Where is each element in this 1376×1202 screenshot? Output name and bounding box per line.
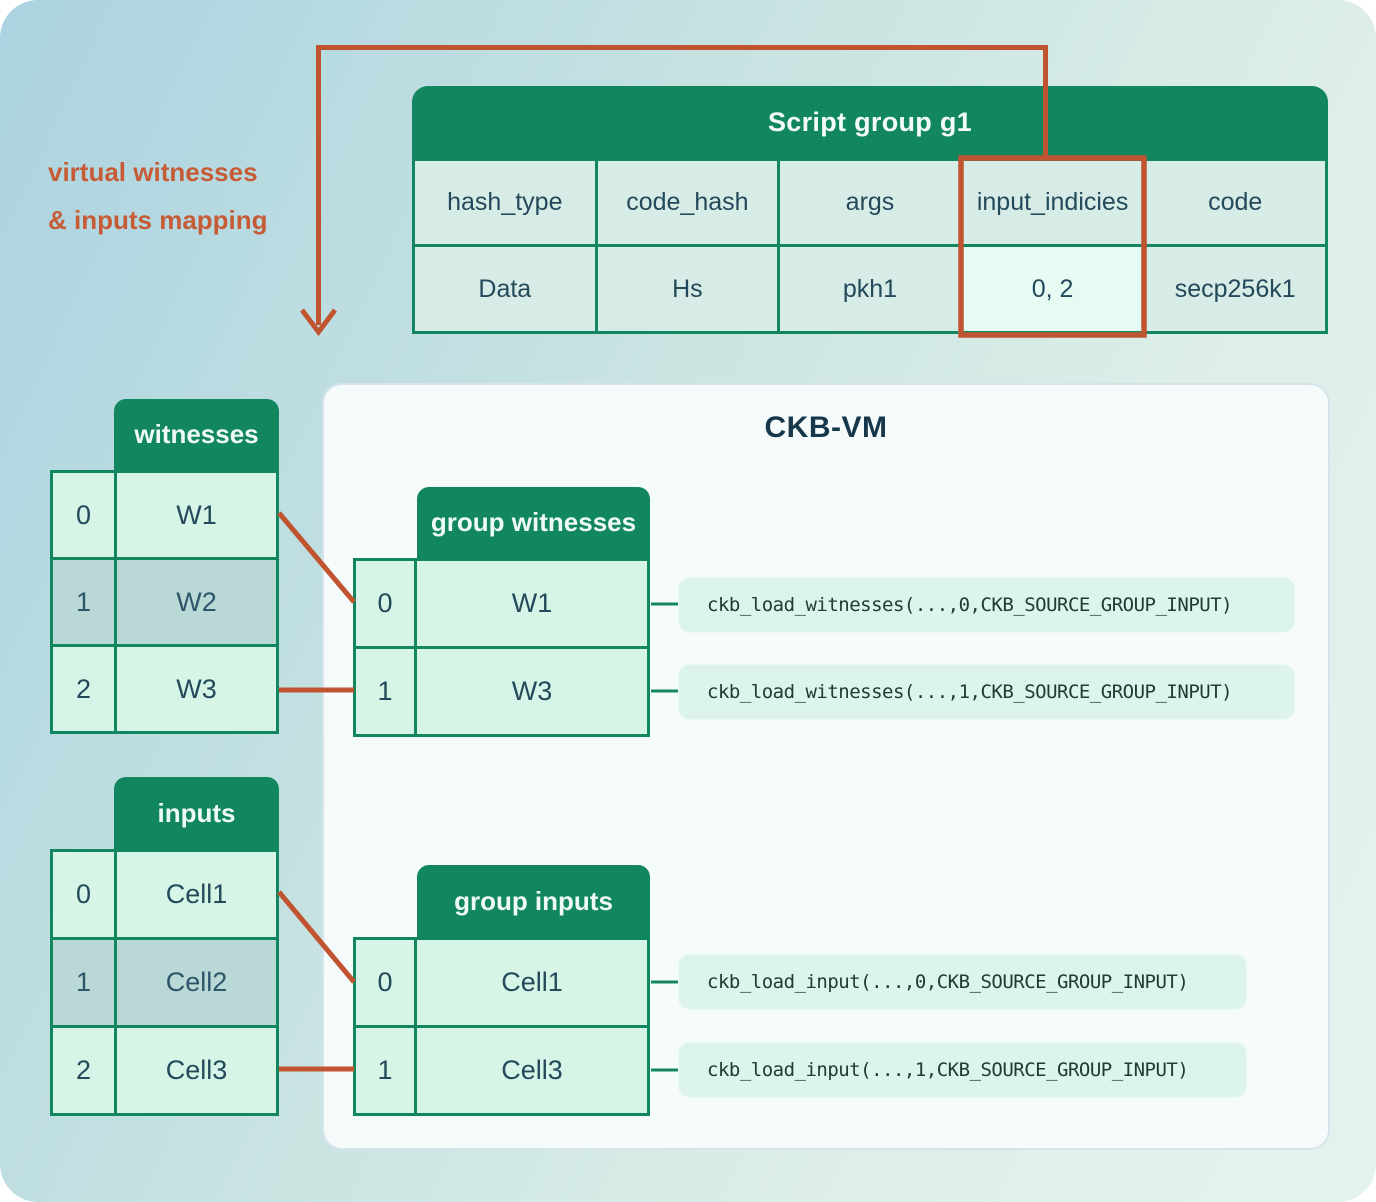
witnesses-table-title: witnesses [114,399,279,470]
column-header-hash-type: hash_type [415,161,595,244]
syscall-load-input-0: ckb_load_input(...,0,CKB_SOURCE_GROUP_IN… [678,954,1247,1010]
group-witnesses-row-0-index: 0 [356,561,414,646]
group-witnesses-table-grid: 0 W1 1 W3 [353,558,650,737]
witnesses-row-0-index: 0 [53,473,114,557]
group-witnesses-table-title: group witnesses [417,487,650,558]
group-witnesses-row-0-value: W1 [417,561,647,646]
group-inputs-row-1-index: 1 [356,1028,414,1113]
inputs-row-0-index: 0 [53,852,114,937]
inputs-row-2-index: 2 [53,1028,114,1113]
script-group-table-title: Script group g1 [412,86,1328,158]
cell-code: secp256k1 [1145,247,1325,331]
inputs-row-0-value: Cell1 [117,852,276,937]
group-inputs-row-0-value: Cell1 [417,940,647,1025]
cell-args: pkh1 [780,247,960,331]
cell-input-indicies: 0, 2 [962,247,1143,331]
inputs-row-2-value: Cell3 [117,1028,276,1113]
script-group-table-grid: hash_type code_hash args input_indicies … [412,158,1328,334]
witnesses-row-1-index: 1 [53,560,114,644]
syscall-load-input-1: ckb_load_input(...,1,CKB_SOURCE_GROUP_IN… [678,1042,1247,1098]
inputs-table-grid: 0 Cell1 1 Cell2 2 Cell3 [50,849,279,1116]
inputs-table-title: inputs [114,777,279,849]
mapping-arrow-head-icon [300,308,337,337]
inputs-row-1-value: Cell2 [117,940,276,1025]
syscall-load-witnesses-0: ckb_load_witnesses(...,0,CKB_SOURCE_GROU… [678,577,1295,633]
cell-hash-type: Data [415,247,595,331]
group-inputs-row-1-value: Cell3 [417,1028,647,1113]
witnesses-row-0-value: W1 [117,473,276,557]
cell-code-hash: Hs [597,247,778,331]
witnesses-row-1-value: W2 [117,560,276,644]
script-group-table: Script group g1 hash_type code_hash args… [412,86,1328,334]
column-header-input-indicies: input_indicies [962,161,1143,244]
annotation-line-2: & inputs mapping [48,205,268,235]
group-inputs-row-0-index: 0 [356,940,414,1025]
mapping-annotation: virtual witnesses & inputs mapping [48,148,268,244]
group-inputs-table-title: group inputs [417,865,650,937]
inputs-row-1-index: 1 [53,940,114,1025]
column-header-code: code [1145,161,1325,244]
ckb-vm-title: CKB-VM [764,411,888,444]
group-witnesses-row-1-index: 1 [356,649,414,734]
witnesses-row-2-value: W3 [117,647,276,731]
column-header-args: args [780,161,960,244]
witnesses-row-2-index: 2 [53,647,114,731]
annotation-line-1: virtual witnesses [48,157,258,187]
group-inputs-table-grid: 0 Cell1 1 Cell3 [353,937,650,1116]
column-header-code-hash: code_hash [597,161,778,244]
witnesses-table-grid: 0 W1 1 W2 2 W3 [50,470,279,734]
group-witnesses-row-1-value: W3 [417,649,647,734]
syscall-load-witnesses-1: ckb_load_witnesses(...,1,CKB_SOURCE_GROU… [678,664,1295,720]
